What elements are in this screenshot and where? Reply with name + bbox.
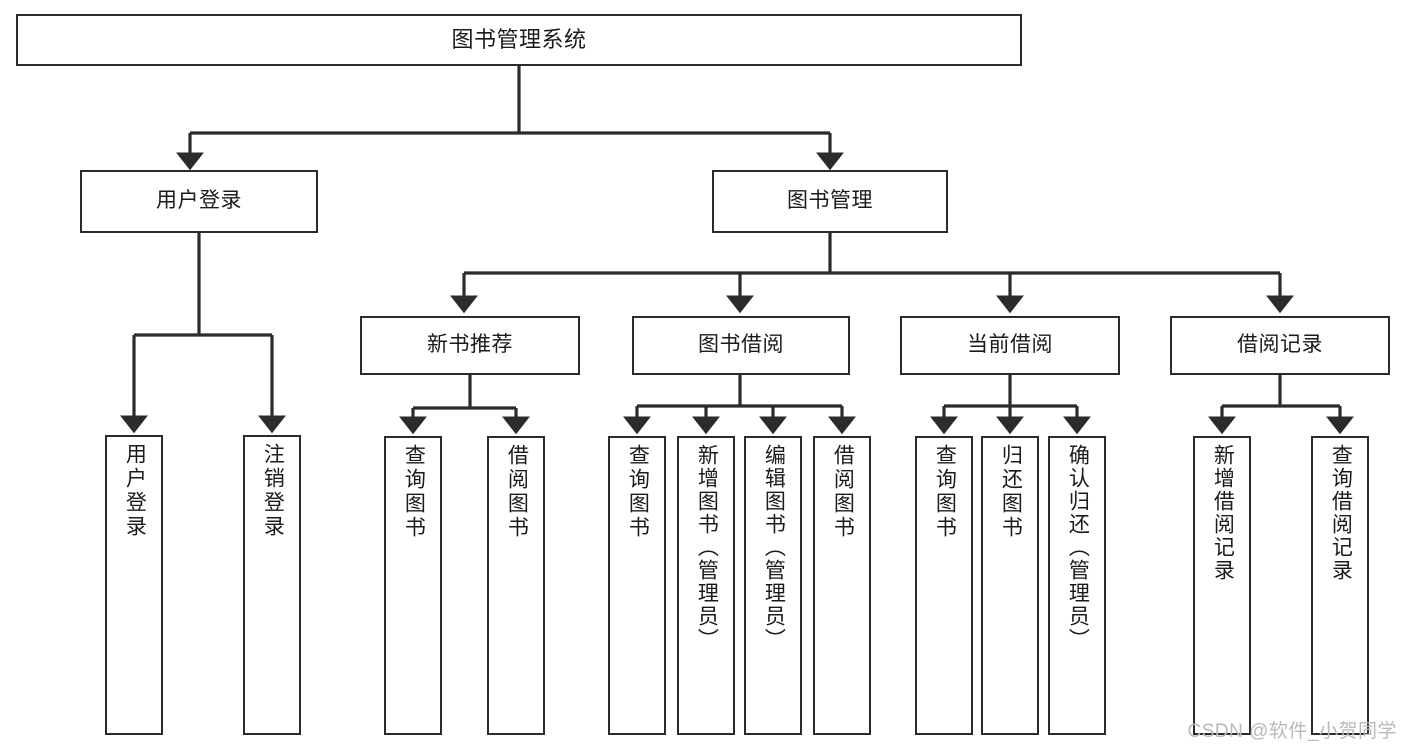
node-leaf-query-book-borrow[interactable]: 查询图书 — [608, 436, 666, 735]
node-label: 编辑图书（管理员） — [762, 444, 786, 651]
node-user-login[interactable]: 用户登录 — [80, 170, 318, 233]
node-label: 查询图书 — [933, 444, 957, 540]
node-leaf-query-book-current[interactable]: 查询图书 — [915, 436, 973, 735]
node-label: 用户登录 — [123, 443, 147, 539]
node-label: 图书管理系统 — [451, 27, 587, 53]
node-label: 图书借阅 — [698, 333, 784, 357]
node-label: 新书推荐 — [427, 333, 513, 357]
node-label: 借阅图书 — [831, 444, 855, 540]
node-leaf-borrow-book-recommend[interactable]: 借阅图书 — [487, 436, 545, 735]
node-label: 注销登录 — [261, 443, 285, 539]
node-leaf-return-book[interactable]: 归还图书 — [981, 436, 1039, 735]
node-label: 借阅记录 — [1237, 333, 1323, 357]
node-new-book-recommend[interactable]: 新书推荐 — [360, 316, 580, 375]
node-label: 归还图书 — [999, 444, 1023, 540]
node-label: 图书管理 — [787, 189, 873, 213]
node-label: 当前借阅 — [967, 333, 1053, 357]
node-leaf-query-borrow-record[interactable]: 查询借阅记录 — [1311, 436, 1369, 735]
node-leaf-edit-book-admin[interactable]: 编辑图书（管理员） — [744, 436, 802, 735]
node-label: 新增图书（管理员） — [695, 444, 719, 651]
node-current-borrow[interactable]: 当前借阅 — [900, 316, 1120, 375]
node-label: 查询图书 — [626, 444, 650, 540]
node-leaf-query-book-recommend[interactable]: 查询图书 — [384, 436, 442, 735]
node-book-borrow[interactable]: 图书借阅 — [632, 316, 850, 375]
node-leaf-user-login[interactable]: 用户登录 — [105, 435, 163, 735]
csdn-watermark: CSDN @软件_小贺同学 — [1187, 721, 1397, 742]
node-book-manage[interactable]: 图书管理 — [712, 170, 948, 233]
node-label: 用户登录 — [156, 189, 242, 213]
node-label: 新增借阅记录 — [1211, 444, 1235, 582]
node-root-system[interactable]: 图书管理系统 — [16, 14, 1022, 66]
node-leaf-logout-login[interactable]: 注销登录 — [243, 435, 301, 735]
node-leaf-borrow-book-borrow[interactable]: 借阅图书 — [813, 436, 871, 735]
node-leaf-add-book-admin[interactable]: 新增图书（管理员） — [677, 436, 735, 735]
node-label: 查询借阅记录 — [1329, 444, 1353, 582]
node-borrow-record[interactable]: 借阅记录 — [1170, 316, 1390, 375]
node-leaf-add-borrow-record[interactable]: 新增借阅记录 — [1193, 436, 1251, 735]
node-leaf-confirm-return-admin[interactable]: 确认归还（管理员） — [1048, 436, 1106, 735]
node-label: 确认归还（管理员） — [1066, 444, 1090, 651]
node-label: 借阅图书 — [505, 444, 529, 540]
node-label: 查询图书 — [402, 444, 426, 540]
